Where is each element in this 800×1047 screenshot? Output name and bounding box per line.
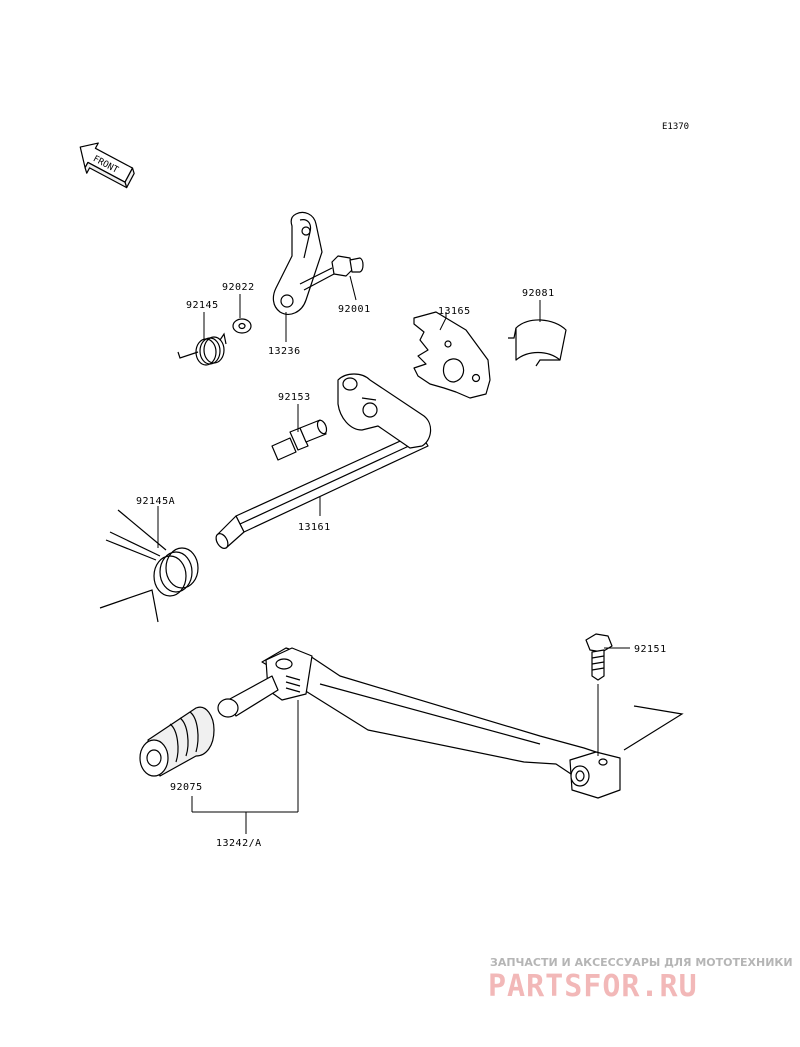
label-92151: 92151 [634, 644, 667, 655]
label-13242A: 13242/A [216, 838, 262, 849]
part-92075-rubber [139, 706, 215, 777]
part-92153-stud [271, 419, 328, 461]
label-92022: 92022 [222, 282, 255, 293]
watermark: ЗАПЧАСТИ И АКСЕССУАРЫ ДЛЯ МОТОТЕХНИКИ PA… [488, 956, 793, 1004]
part-13236-arm [272, 211, 323, 315]
label-92075: 92075 [170, 782, 203, 793]
label-92081: 92081 [522, 288, 555, 299]
label-92001: 92001 [338, 304, 371, 315]
label-92145: 92145 [186, 300, 219, 311]
part-92151-bolt [585, 633, 613, 681]
part-13242A-lever [217, 647, 684, 799]
part-92022-washer [232, 318, 252, 334]
label-92145A: 92145A [136, 496, 175, 507]
leader-lines [157, 275, 630, 834]
label-13236: 13236 [268, 346, 301, 357]
label-92153: 92153 [278, 392, 311, 403]
part-13161-shaft [215, 373, 432, 549]
watermark-tagline: ЗАПЧАСТИ И АКСЕССУАРЫ ДЛЯ МОТОТЕХНИКИ [490, 956, 793, 969]
part-92081-clip [508, 319, 567, 367]
label-13161: 13161 [298, 522, 331, 533]
label-13165: 13165 [438, 306, 471, 317]
watermark-logo: PARTSFOR.RU [488, 969, 698, 1004]
front-arrow-icon: FRONT [79, 142, 135, 189]
diagram-code: E1370 [662, 122, 689, 132]
part-13165-plate [413, 311, 491, 399]
part-92001-bolt [299, 255, 364, 291]
part-92145A-spring [99, 509, 199, 623]
part-92145-spring [177, 332, 227, 366]
